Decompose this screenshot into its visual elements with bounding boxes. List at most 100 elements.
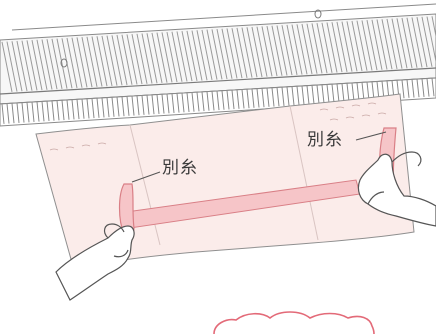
- needle: [26, 102, 30, 123]
- needle-groove: [1, 41, 13, 92]
- needle-groove: [116, 34, 128, 86]
- needle-groove: [251, 26, 263, 78]
- needle-groove: [376, 19, 388, 70]
- needle: [101, 97, 105, 118]
- needle: [246, 89, 250, 109]
- needle-groove: [151, 32, 163, 84]
- needle-groove: [396, 18, 408, 69]
- needle-groove: [226, 28, 238, 79]
- needle: [201, 91, 205, 112]
- needle: [151, 94, 155, 115]
- needle: [231, 90, 235, 110]
- needle: [136, 95, 140, 116]
- needle-groove: [366, 20, 378, 71]
- needle-groove: [71, 37, 83, 88]
- needle: [421, 78, 425, 97]
- needle-groove: [266, 25, 278, 77]
- needle-groove: [256, 26, 268, 77]
- needle: [21, 102, 25, 123]
- needle-groove: [16, 40, 28, 92]
- right-hand: [357, 151, 436, 227]
- needle: [46, 101, 50, 122]
- needle: [241, 89, 245, 109]
- left-hand: [55, 223, 135, 301]
- needle-groove: [186, 30, 198, 81]
- needle: [126, 96, 130, 116]
- needle: [341, 83, 345, 103]
- needle-groove: [221, 28, 233, 79]
- needle: [236, 89, 240, 109]
- needle: [51, 100, 55, 121]
- needle: [321, 84, 325, 104]
- needle-groove: [41, 39, 53, 90]
- needle: [281, 87, 285, 106]
- needle: [176, 93, 180, 113]
- needle-groove: [206, 29, 218, 80]
- needle-groove: [346, 21, 358, 72]
- needle: [286, 86, 290, 106]
- needle: [41, 101, 45, 122]
- needle: [6, 103, 10, 124]
- needle: [336, 83, 340, 103]
- needle: [306, 85, 310, 105]
- needle-groove: [66, 37, 78, 89]
- needle-groove: [316, 22, 328, 74]
- needle-groove: [296, 24, 308, 75]
- needle-groove: [286, 24, 298, 75]
- needle: [1, 103, 5, 124]
- needle-groove: [401, 17, 413, 69]
- needle-groove: [46, 39, 58, 90]
- needle-groove: [161, 32, 173, 83]
- needle-groove: [86, 36, 98, 87]
- needle-groove: [431, 16, 436, 39]
- needle: [56, 100, 60, 121]
- needle-groove: [106, 35, 118, 86]
- needle: [11, 103, 15, 124]
- needle: [256, 88, 260, 108]
- needle: [266, 88, 270, 107]
- needle: [141, 95, 145, 115]
- needle-groove: [361, 20, 373, 71]
- needle: [156, 94, 160, 114]
- needle-groove: [336, 21, 348, 73]
- needle-groove: [326, 22, 338, 73]
- needle: [331, 84, 335, 103]
- needle-groove: [241, 27, 253, 78]
- needle: [216, 91, 220, 111]
- needle-groove: [51, 38, 63, 89]
- needle-groove: [331, 22, 343, 73]
- needle-groove: [406, 17, 418, 68]
- needle-groove: [36, 39, 48, 90]
- needle-groove: [191, 30, 203, 81]
- needle: [71, 99, 75, 120]
- needle-groove: [381, 19, 393, 70]
- needle-groove: [56, 38, 68, 89]
- needle-groove: [351, 20, 363, 72]
- needle: [301, 85, 305, 105]
- left-label-leader: [131, 171, 161, 183]
- needle: [296, 86, 300, 105]
- needle-groove: [391, 18, 403, 69]
- needle-groove: [411, 17, 423, 68]
- needle: [81, 99, 85, 119]
- needle: [406, 79, 410, 98]
- needle: [221, 90, 225, 110]
- needle-groove: [111, 35, 123, 86]
- needle-groove: [291, 24, 303, 75]
- needle: [311, 85, 315, 105]
- needle-groove: [301, 23, 313, 75]
- needle-groove: [131, 34, 143, 85]
- needle-groove: [416, 17, 428, 68]
- needle: [226, 90, 230, 110]
- needle: [431, 78, 435, 97]
- needle: [96, 98, 100, 118]
- needle-groove: [11, 41, 23, 92]
- needle-groove: [126, 34, 138, 85]
- needle: [276, 87, 280, 107]
- needle: [146, 95, 150, 115]
- needle-groove: [276, 25, 288, 76]
- needle: [76, 99, 80, 120]
- needle: [31, 102, 35, 122]
- needle: [346, 83, 350, 102]
- needle-groove: [156, 32, 168, 83]
